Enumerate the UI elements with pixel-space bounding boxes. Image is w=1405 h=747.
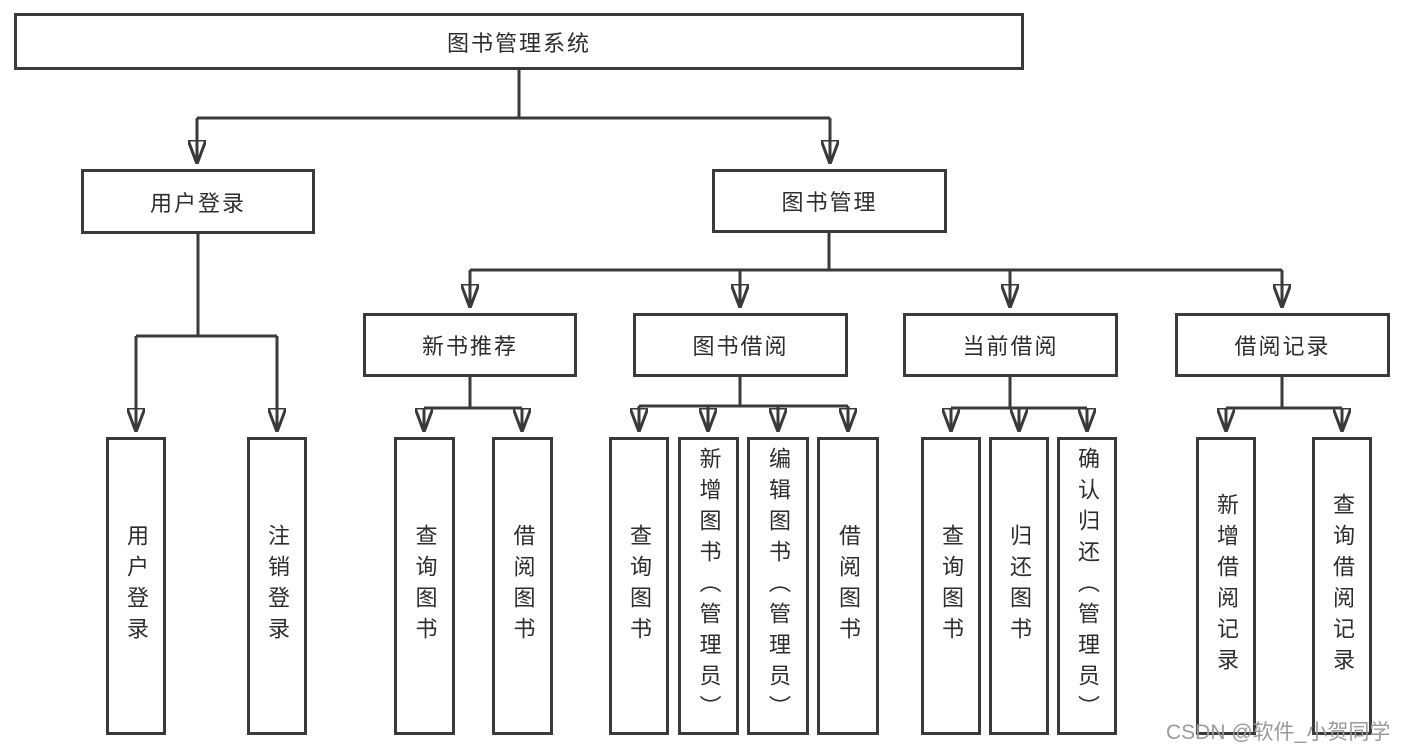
node-new-book-recommend: 新书推荐: [363, 313, 577, 377]
node-book-borrow: 图书借阅: [633, 313, 848, 377]
edges-root: [197, 70, 830, 164]
leaf-logout: 注销登录: [247, 437, 307, 735]
edges-new-book-recommend: [424, 377, 522, 432]
leaf-return-books: 归还图书: [989, 437, 1049, 735]
leaf-label: 新增借阅记录: [1214, 493, 1239, 679]
node-book-management: 图书管理: [712, 169, 947, 233]
leaf-label: 借阅图书: [510, 524, 536, 648]
leaf-query-books-borrow: 查询图书: [609, 437, 669, 735]
node-user-login: 用户登录: [81, 169, 315, 234]
leaf-label: 归还图书: [1007, 524, 1032, 648]
node-label: 新书推荐: [421, 334, 518, 359]
leaf-add-book-admin: 新增图书（管理员）: [678, 437, 739, 735]
leaf-query-books-current: 查询图书: [921, 437, 981, 735]
leaf-user-login: 用户登录: [106, 437, 166, 735]
node-label: 图书管理: [781, 190, 878, 215]
leaf-label: 查询图书: [627, 524, 652, 648]
leaf-confirm-return-admin: 确认归还（管理员）: [1057, 437, 1117, 735]
leaf-borrow-books-recommend: 借阅图书: [492, 437, 553, 735]
node-label: 图书借阅: [692, 334, 789, 359]
leaf-label: 注销登录: [265, 524, 290, 648]
node-borrow-records: 借阅记录: [1175, 313, 1390, 377]
edges-borrow-records: [1226, 377, 1342, 432]
leaf-label: 借阅图书: [836, 524, 861, 648]
node-current-borrow: 当前借阅: [903, 313, 1118, 377]
leaf-query-borrow-record: 查询借阅记录: [1312, 437, 1372, 735]
leaf-label: 查询图书: [939, 524, 964, 648]
csdn-watermark: CSDN @软件_小贺同学: [1166, 721, 1391, 744]
node-label: 当前借阅: [962, 334, 1059, 359]
edges-book-management: [470, 233, 1282, 308]
leaf-add-borrow-record: 新增借阅记录: [1196, 437, 1256, 735]
leaf-label: 新增图书（管理员）: [696, 446, 722, 726]
node-label: 借阅记录: [1234, 334, 1331, 359]
node-label: 图书管理系统: [446, 30, 591, 56]
leaf-label: 编辑图书（管理员）: [766, 446, 791, 726]
leaf-label: 查询借阅记录: [1330, 493, 1355, 679]
edges-user-login: [136, 234, 277, 432]
leaf-label: 查询图书: [412, 524, 438, 648]
leaf-label: 确认归还（管理员）: [1075, 446, 1100, 726]
leaf-label: 用户登录: [124, 524, 149, 648]
leaf-query-books-recommend: 查询图书: [394, 437, 455, 735]
node-library-system: 图书管理系统: [14, 13, 1024, 70]
node-label: 用户登录: [149, 190, 246, 216]
leaf-edit-book-admin: 编辑图书（管理员）: [747, 437, 809, 735]
edges-current-borrow: [951, 377, 1087, 432]
edges-book-borrow: [639, 377, 848, 432]
leaf-borrow-books: 借阅图书: [817, 437, 879, 735]
